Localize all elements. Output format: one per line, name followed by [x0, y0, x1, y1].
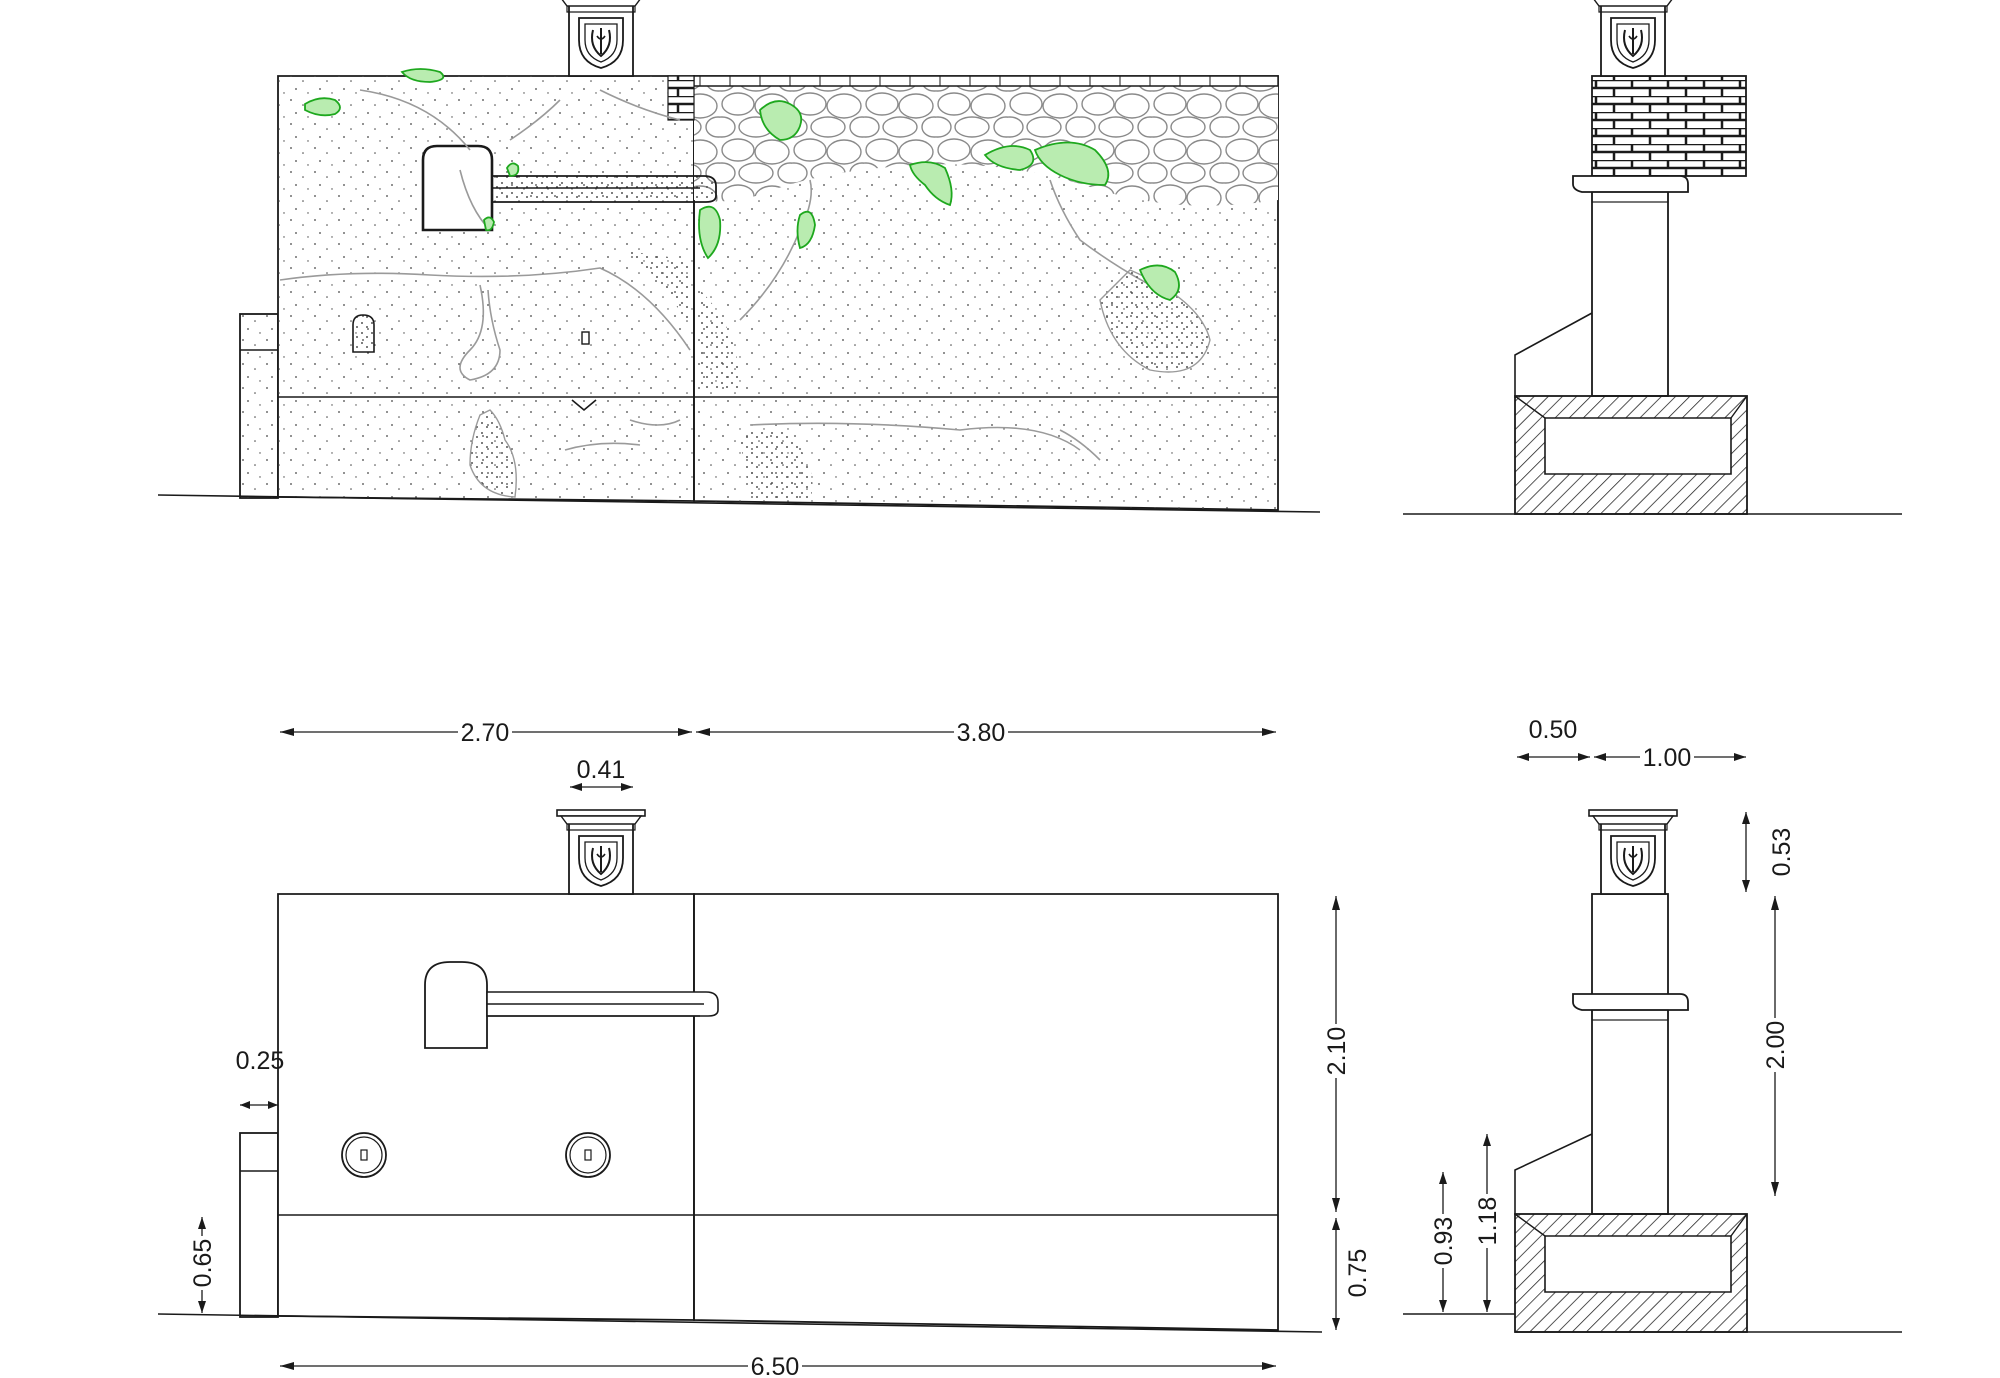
- dim-label-0-65: 0.65: [189, 1239, 217, 1288]
- dim-label-2-00: 2.00: [1762, 1021, 1790, 1070]
- proposed-front-elevation: [157, 809, 1323, 1333]
- dim-label-0-25: 0.25: [236, 1047, 285, 1075]
- dim-label-2-70: 2.70: [461, 719, 510, 747]
- dim-label-1-18: 1.18: [1474, 1197, 1502, 1246]
- water-spout-right: [565, 1132, 611, 1178]
- dim-label-0-75: 0.75: [1344, 1249, 1372, 1298]
- proposed-side-elevation: [1403, 809, 1902, 1333]
- existing-side-elevation: [1403, 0, 1902, 515]
- dim-label-0-53: 0.53: [1768, 828, 1796, 877]
- dim-label-6-50: 6.50: [751, 1353, 800, 1378]
- dim-label-0-93: 0.93: [1430, 1217, 1458, 1266]
- dim-label-0-41: 0.41: [577, 756, 626, 784]
- dim-label-3-80: 3.80: [957, 719, 1006, 747]
- existing-front-elevation: [157, 0, 1321, 513]
- dim-label-0-50: 0.50: [1529, 716, 1578, 744]
- dim-label-2-10: 2.10: [1323, 1027, 1351, 1076]
- water-spout-left: [341, 1132, 387, 1178]
- dimension-labels: 2.70 3.80 0.41 0.25 0.65 6.50 2.10 0.75 …: [188, 716, 1796, 1378]
- dim-label-1-00: 1.00: [1643, 744, 1692, 772]
